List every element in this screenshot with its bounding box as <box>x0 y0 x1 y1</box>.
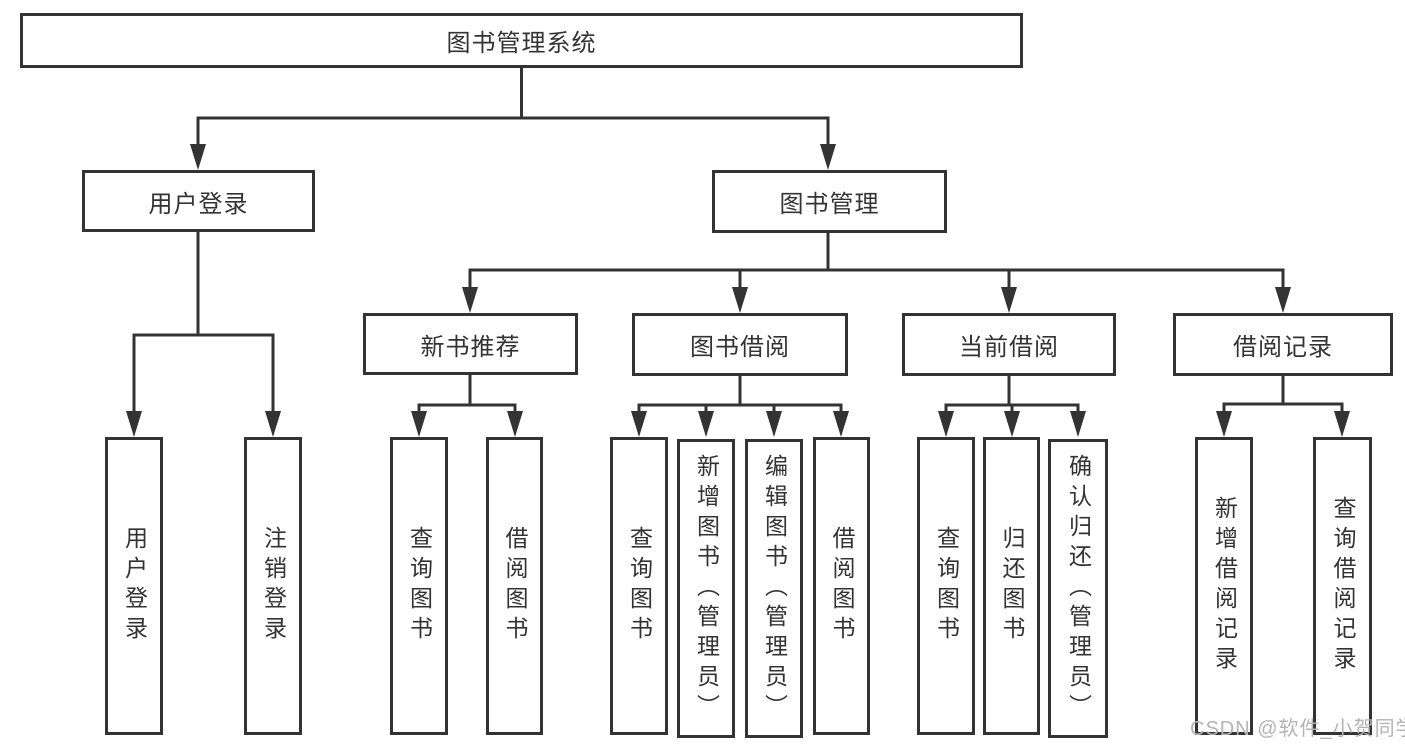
leaf-record-query-borrow-record-label: 查询借阅记录 <box>1330 496 1356 676</box>
leaf-record-add-borrow-record-label: 新增借阅记录 <box>1211 496 1238 676</box>
node-root-library-system: 图书管理系统 <box>20 13 1023 68</box>
arrowheads-new-book-children <box>411 411 523 437</box>
node-book-management-label: 图书管理 <box>779 191 880 218</box>
node-root-label: 图书管理系统 <box>446 30 597 57</box>
leaf-current-return-book-label: 归还图书 <box>999 526 1025 646</box>
arrowheads-current-borrow-children <box>938 411 1086 437</box>
node-new-book-recommend: 新书推荐 <box>363 313 578 375</box>
arrowheads-book-mgmt-children <box>462 287 1291 313</box>
arrowheads-user-login-children <box>126 411 281 437</box>
leaf-current-query-book-label: 查询图书 <box>933 526 960 646</box>
leaf-newbook-query-book: 查询图书 <box>390 437 448 735</box>
leaf-record-query-borrow-record: 查询借阅记录 <box>1313 437 1372 735</box>
leaf-record-add-borrow-record: 新增借阅记录 <box>1195 437 1253 735</box>
node-borrow-record: 借阅记录 <box>1173 313 1393 376</box>
node-book-management: 图书管理 <box>712 170 947 233</box>
connector-user-login-children <box>132 232 275 413</box>
connector-book-mgmt-children <box>468 233 1285 290</box>
leaf-logout: 注销登录 <box>244 437 302 735</box>
node-user-login: 用户登录 <box>82 170 315 232</box>
arrowheads-borrow-record-children <box>1216 411 1350 437</box>
node-new-book-recommend-label: 新书推荐 <box>420 333 521 361</box>
leaf-current-confirm-return-admin: 确认归还（管理员） <box>1048 439 1108 738</box>
node-user-login-label: 用户登录 <box>148 190 249 218</box>
connector-new-book-children <box>417 375 517 413</box>
arrowheads-book-borrow-children <box>631 411 849 437</box>
leaf-borrow-add-book-admin-label: 新增图书（管理员） <box>693 453 720 724</box>
connector-current-borrow-children <box>944 376 1080 413</box>
leaf-borrow-edit-book-admin-label: 编辑图书（管理员） <box>761 453 788 724</box>
leaf-borrow-query-book-label: 查询图书 <box>626 526 653 646</box>
arrowheads-root-to-level2 <box>190 144 836 170</box>
leaf-logout-label: 注销登录 <box>260 526 287 646</box>
leaf-borrow-borrow-book-label: 借阅图书 <box>829 526 855 646</box>
leaf-newbook-borrow-book-label: 借阅图书 <box>502 526 528 646</box>
leaf-borrow-borrow-book: 借阅图书 <box>813 437 870 735</box>
node-current-borrow: 当前借阅 <box>902 313 1116 376</box>
node-book-borrow-label: 图书借阅 <box>690 334 790 361</box>
connector-root-to-level2 <box>196 68 830 146</box>
leaf-borrow-query-book: 查询图书 <box>610 437 668 735</box>
connector-borrow-record-children <box>1222 376 1344 413</box>
leaf-user-login: 用户登录 <box>105 437 163 735</box>
node-book-borrow: 图书借阅 <box>632 313 848 376</box>
leaf-user-login-label: 用户登录 <box>121 526 148 646</box>
leaf-borrow-add-book-admin: 新增图书（管理员） <box>677 439 735 738</box>
leaf-borrow-edit-book-admin: 编辑图书（管理员） <box>745 439 803 738</box>
node-borrow-record-label: 借阅记录 <box>1233 334 1333 361</box>
csdn-watermark: CSDN @软件_小贺同学 <box>1190 718 1405 740</box>
leaf-current-confirm-return-admin-label: 确认归还（管理员） <box>1065 453 1092 724</box>
leaf-current-return-book: 归还图书 <box>983 437 1040 735</box>
leaf-newbook-borrow-book: 借阅图书 <box>486 437 543 735</box>
connector-book-borrow-children <box>637 376 843 413</box>
node-current-borrow-label: 当前借阅 <box>959 334 1059 361</box>
leaf-current-query-book: 查询图书 <box>917 437 975 735</box>
leaf-newbook-query-book-label: 查询图书 <box>406 526 433 646</box>
